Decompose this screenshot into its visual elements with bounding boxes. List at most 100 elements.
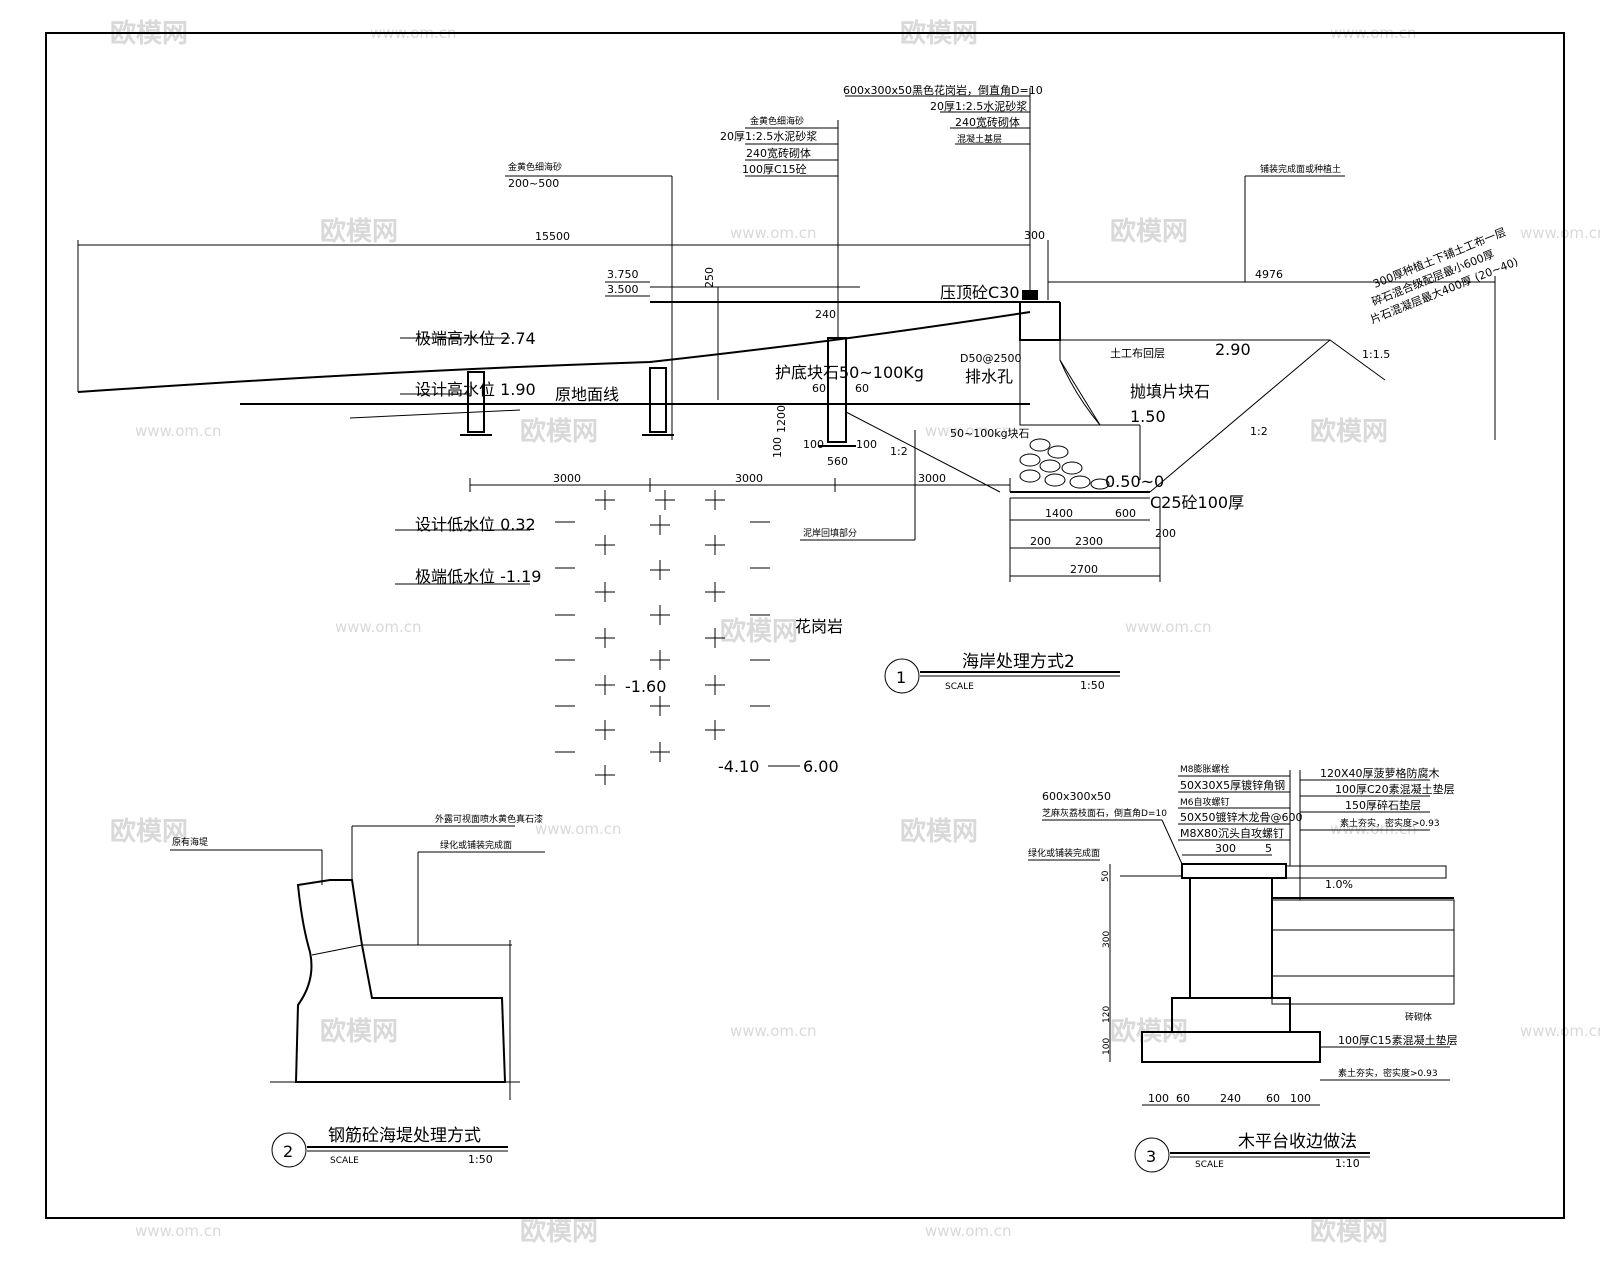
watermark-brand: 欧模网 xyxy=(1110,216,1188,247)
dim-pier-height: 1200 xyxy=(775,405,788,433)
callout-mid-4: 100厚C15砼 xyxy=(742,163,807,176)
elev-design-high: 设计高水位 1.90 xyxy=(415,380,536,399)
detail-3-top-label-3: M6自攻螺钉 xyxy=(1180,796,1230,808)
timber-deck xyxy=(1285,865,1447,879)
granite-hatch xyxy=(555,490,770,785)
detail-1-title: 海岸处理方式2 xyxy=(962,652,1075,672)
detail-2-label-finish: 绿化或铺装完成面 xyxy=(440,839,512,851)
label-topsoil: 铺装完成面或种植土 xyxy=(1260,163,1341,175)
pier-3 xyxy=(827,337,847,443)
watermark-brand: 欧模网 xyxy=(110,816,188,847)
callout-top-3: 240宽砖砌体 xyxy=(955,115,1020,129)
callout-left-1: 金黄色细海砂 xyxy=(508,161,562,173)
label-granite: 花岗岩 xyxy=(795,617,843,636)
watermark-url: www.om.cn xyxy=(335,618,422,636)
dim-footing-1400: 1400 xyxy=(1045,507,1073,520)
detail-3-finish-label: 绿化或铺装完成面 xyxy=(1028,847,1100,859)
detail-1-number: 1 xyxy=(896,668,906,687)
watermark-url: www.om.cn xyxy=(1520,224,1600,242)
dim-bay-2: 3000 xyxy=(735,472,763,485)
dim-pier-right: 100 xyxy=(856,438,877,451)
elev-600: 6.00 xyxy=(803,757,839,776)
detail-3-brick-label: 砖砌体 xyxy=(1405,1011,1432,1023)
dim-footing-200a: 200 xyxy=(1030,535,1051,548)
detail-3-dim-v300: 300 xyxy=(1102,931,1112,948)
detail-3-dim-bottom-4: 60 xyxy=(1266,1092,1280,1105)
watermark-url: www.om.cn xyxy=(925,422,1012,440)
dim-wall-top: 240 xyxy=(815,308,836,321)
detail-3-right-label-4: 素土夯实，密实度>0.93 xyxy=(1340,817,1440,829)
watermark-brand: 欧模网 xyxy=(520,416,598,447)
detail-3-dim-v120: 120 xyxy=(1102,1006,1112,1023)
watermark-url: www.om.cn xyxy=(730,224,817,242)
dim-pier-60a: 60 xyxy=(812,382,826,395)
detail-1-number-circle xyxy=(884,658,920,694)
label-stones: 50~100kg块石 xyxy=(950,427,1030,440)
detail-3-dim-5: 5 xyxy=(1265,842,1272,855)
label-concrete-top: 压顶砼C30 xyxy=(940,283,1020,302)
label-original-ground: 原地面线 xyxy=(555,385,619,404)
elev-extreme-high: 极端高水位 2.74 xyxy=(415,329,536,348)
elev-extreme-low: 极端低水位 -1.19 xyxy=(415,567,542,586)
watermark-brand: 欧模网 xyxy=(900,816,978,847)
slope-1-2-b: 1:2 xyxy=(1250,425,1268,438)
label-c25: C25砼100厚 xyxy=(1150,493,1244,512)
callout-top-4: 混凝土基层 xyxy=(957,133,1002,145)
dim-vertical-100: 100 xyxy=(771,437,784,458)
dim-footing-600: 600 xyxy=(1115,507,1136,520)
detail-2-title: 钢筋砼海堤处理方式 xyxy=(328,1126,481,1146)
detail-3-top-label-1: M8膨胀螺栓 xyxy=(1180,763,1230,775)
watermark-brand: 欧模网 xyxy=(1310,416,1388,447)
pier-2 xyxy=(649,367,667,433)
slope-1-1-5: 1:1.5 xyxy=(1362,348,1390,361)
watermark-url: www.om.cn xyxy=(1520,1022,1600,1040)
elev-160: -1.60 xyxy=(625,677,666,696)
watermark-url: www.om.cn xyxy=(1125,618,1212,636)
detail-3-section: 120X40厚菠萝格防腐木 100厚C20素混凝土垫层 150厚碎石垫层 素土夯… xyxy=(1028,763,1458,1173)
detail-3-slope: 1.0% xyxy=(1325,878,1353,891)
dim-footing-total: 2700 xyxy=(1070,563,1098,576)
detail-3-dim-bottom-5: 100 xyxy=(1290,1092,1311,1105)
elev-design-low: 设计低水位 0.32 xyxy=(415,515,536,534)
watermark-brand: 欧模网 xyxy=(320,216,398,247)
detail-3-right-label-3: 150厚碎石垫层 xyxy=(1345,798,1421,812)
detail-3-stone-label-2: 芝麻灰荔枝面石，倒直角D=10 xyxy=(1042,807,1167,819)
detail-1-scale-value: 1:50 xyxy=(1080,679,1105,692)
label-drain: D50@2500 xyxy=(960,352,1021,365)
slope-1-2-a: 1:2 xyxy=(890,445,908,458)
watermark-brand: 欧模网 xyxy=(1310,1216,1388,1247)
callout-mid-3: 240宽砖砌体 xyxy=(746,146,811,160)
detail-3-soil-label: 素土夯实，密实度>0.93 xyxy=(1338,1067,1438,1079)
callout-top-2: 20厚1:2.5水泥砂浆 xyxy=(930,99,1027,113)
detail-3-stone-label-1: 600x300x50 xyxy=(1042,790,1111,803)
detail-3-dim-bottom-3: 240 xyxy=(1220,1092,1241,1105)
detail-2-number-circle xyxy=(271,1132,307,1168)
dim-right-width: 4976 xyxy=(1255,268,1283,281)
detail-3-number-circle xyxy=(1134,1137,1170,1173)
watermark-url: www.om.cn xyxy=(135,1222,222,1240)
dim-bay-3: 3000 xyxy=(918,472,946,485)
detail-1-section: 15500 300 4976 3.750 3.500 250 原地面线 极端高水… xyxy=(77,83,1520,785)
detail-2-section: 原有海堤 外露可视面喷水黄色真石漆 绿化或铺装完成面 2 钢筋砼海堤处理方式 S… xyxy=(170,813,545,1168)
elev-3750: 3.750 xyxy=(607,268,639,281)
dim-overall-left: 15500 xyxy=(535,230,570,243)
sheet-border xyxy=(45,32,1565,1219)
detail-3-right-label-1: 120X40厚菠萝格防腐木 xyxy=(1320,766,1440,780)
watermark-url: www.om.cn xyxy=(925,1222,1012,1240)
detail-3-scale-label: SCALE xyxy=(1195,1160,1224,1170)
dim-curb-width: 300 xyxy=(1024,229,1045,242)
watermark-layer: 欧模网 www.om.cn 欧模网 www.om.cn 欧模网 www.om.c… xyxy=(110,18,1600,1247)
detail-3-number: 3 xyxy=(1146,1147,1156,1166)
seawall-profile xyxy=(294,879,507,1083)
watermark-brand: 欧模网 xyxy=(720,616,798,647)
dim-pier-60b: 60 xyxy=(855,382,869,395)
detail-3-dim-v100: 100 xyxy=(1102,1038,1112,1055)
detail-3-top-label-4: 50X50镀锌木龙骨@600 xyxy=(1180,810,1303,824)
watermark-brand: 欧模网 xyxy=(520,1216,598,1247)
watermark-url: www.om.cn xyxy=(535,820,622,838)
detail-3-dim-bottom-2: 60 xyxy=(1176,1092,1190,1105)
detail-3-right-label-2: 100厚C20素混凝土垫层 xyxy=(1335,782,1455,796)
detail-3-base-label: 100厚C15素混凝土垫层 xyxy=(1338,1033,1458,1047)
label-drain-hole: 排水孔 xyxy=(965,367,1013,386)
elev-150: 1.50 xyxy=(1130,407,1166,426)
